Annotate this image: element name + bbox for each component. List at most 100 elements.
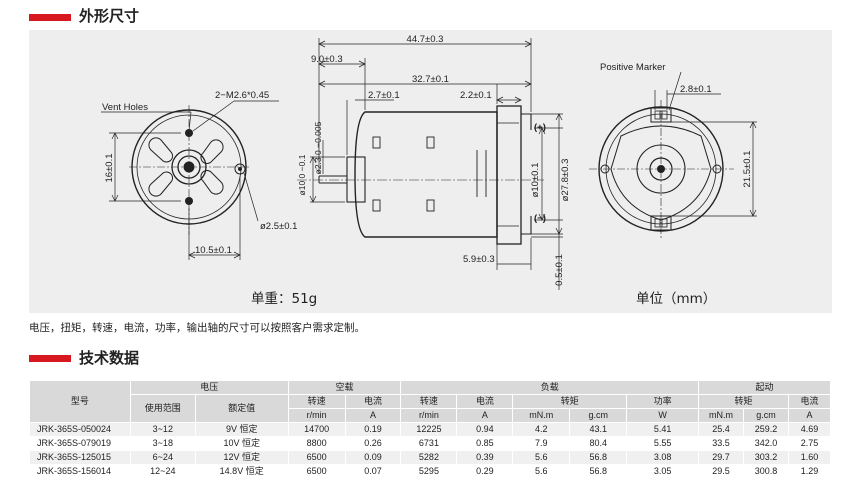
unit-label: 单位（mm） xyxy=(636,291,717,307)
cell: 300.8 xyxy=(743,464,789,479)
spec-table: 型号 电压 空载 负载 起动 使用范围 额定值 转速 电流 转速 电流 转矩 功… xyxy=(29,380,832,479)
cell: 7.9 xyxy=(512,436,571,451)
cell: 29.7 xyxy=(698,450,745,465)
front-view-dimensions xyxy=(101,100,279,260)
header-model: 型号 xyxy=(29,380,131,423)
cell: 5.6 xyxy=(512,464,571,479)
rear-view xyxy=(589,100,734,240)
cell: 6~24 xyxy=(129,450,196,465)
dim-shaft: ø2.3 0 −0.005 xyxy=(313,121,323,174)
customization-note: 电压，扭矩，转速，电流，功率，输出轴的尺寸可以按照客户需求定制。 xyxy=(29,322,365,334)
header-voltage: 电压 xyxy=(129,380,289,395)
cell: 25.4 xyxy=(698,422,745,437)
cell-model: JRK-365S-125015 xyxy=(29,450,131,465)
cell: 3~18 xyxy=(129,436,196,451)
cell: 3~12 xyxy=(129,422,196,437)
table-row: JRK-365S-050024 3~12 9V 恒定 14700 0.19 12… xyxy=(29,422,832,437)
unit-weight: 单重：51g xyxy=(251,291,318,307)
cell-model: JRK-365S-050024 xyxy=(29,422,131,437)
cell-model: JRK-365S-079019 xyxy=(29,436,131,451)
section-marker xyxy=(29,14,71,21)
side-view xyxy=(297,105,544,245)
dimension-drawing: Vent Holes 2−M2.6*0.45 16±0.1 ø2.5±0.1 1… xyxy=(29,30,832,313)
cell: 259.2 xyxy=(743,422,789,437)
side-view-dimensions xyxy=(309,38,563,290)
dim-21-5: 21.5±0.1 xyxy=(742,151,753,188)
cell: 5295 xyxy=(400,464,458,479)
cell: 1.60 xyxy=(787,450,832,465)
cell: 0.19 xyxy=(344,422,402,437)
cell: 1.29 xyxy=(787,464,832,479)
cell: 5.6 xyxy=(512,450,571,465)
cell: 342.0 xyxy=(743,436,789,451)
cell: 5282 xyxy=(400,450,458,465)
header-range: 使用范围 xyxy=(129,394,196,423)
cell: 12225 xyxy=(400,422,458,437)
header-current: 电流 xyxy=(456,394,514,409)
unit-a: A xyxy=(344,408,402,423)
header-load: 负载 xyxy=(400,380,700,395)
label-screw: 2−M2.6*0.45 xyxy=(215,90,269,101)
label-minus: (−) xyxy=(534,213,546,224)
header-rated: 额定值 xyxy=(194,394,289,423)
cell: 5.41 xyxy=(626,422,700,437)
unit-rpm: r/min xyxy=(287,408,346,423)
cell: 4.2 xyxy=(512,422,571,437)
unit-a: A xyxy=(787,408,832,423)
cell: 0.07 xyxy=(344,464,402,479)
cell: 43.1 xyxy=(569,422,628,437)
cell: 0.29 xyxy=(456,464,514,479)
label-plus: (+) xyxy=(534,122,546,133)
label-positive-marker: Positive Marker xyxy=(600,62,665,73)
cell: 4.69 xyxy=(787,422,832,437)
cell: 14.8V 恒定 xyxy=(194,464,289,479)
cell: 12V 恒定 xyxy=(194,450,289,465)
dim-boss-2: ø10±0.1 xyxy=(530,163,541,198)
cell: 10V 恒定 xyxy=(194,436,289,451)
cell: 29.5 xyxy=(698,464,745,479)
table-row: JRK-365S-156014 12~24 14.8V 恒定 6500 0.07… xyxy=(29,464,832,479)
rear-view-dimensions xyxy=(654,71,757,217)
unit-a: A xyxy=(456,408,514,423)
section-title-dimensions: 外形尺寸 xyxy=(79,7,140,25)
cell: 6731 xyxy=(400,436,458,451)
header-current: 电流 xyxy=(787,394,832,409)
cell: 12~24 xyxy=(129,464,196,479)
header-current: 电流 xyxy=(344,394,402,409)
dim-overall: 44.7±0.3 xyxy=(407,34,444,45)
cell: 5.55 xyxy=(626,436,700,451)
cell: 0.85 xyxy=(456,436,514,451)
cell: 303.2 xyxy=(743,450,789,465)
dim-hole: ø2.5±0.1 xyxy=(260,221,297,232)
cell: 0.09 xyxy=(344,450,402,465)
dim-5-9: 5.9±0.3 xyxy=(463,254,495,265)
unit-rpm: r/min xyxy=(400,408,458,423)
cell: 33.5 xyxy=(698,436,745,451)
cell: 0.26 xyxy=(344,436,402,451)
cell: 0.39 xyxy=(456,450,514,465)
cell: 3.08 xyxy=(626,450,700,465)
label-vent-holes: Vent Holes xyxy=(102,102,148,113)
cell: 8800 xyxy=(287,436,346,451)
table-row: JRK-365S-079019 3~18 10V 恒定 8800 0.26 67… xyxy=(29,436,832,451)
header-no-load: 空载 xyxy=(287,380,402,395)
cell: 6500 xyxy=(287,464,346,479)
dim-0-5: 0.5±0.1 xyxy=(554,254,565,286)
dim-32-7: 32.7±0.1 xyxy=(412,74,449,85)
dim-boss: ø10 0 −0.1 xyxy=(297,154,307,195)
header-speed: 转速 xyxy=(287,394,346,409)
cell: 14700 xyxy=(287,422,346,437)
section-title-specs: 技术数据 xyxy=(79,349,140,367)
unit-gcm: g.cm xyxy=(743,408,789,423)
header-speed: 转速 xyxy=(400,394,458,409)
cell: 6500 xyxy=(287,450,346,465)
header-torque: 转矩 xyxy=(698,394,789,409)
table-row: JRK-365S-125015 6~24 12V 恒定 6500 0.09 52… xyxy=(29,450,832,465)
cell-model: JRK-365S-156014 xyxy=(29,464,131,479)
dim-10-5: 10.5±0.1 xyxy=(195,245,232,256)
dim-9: 9.0±0.3 xyxy=(311,54,343,65)
unit-gcm: g.cm xyxy=(569,408,628,423)
cell: 56.8 xyxy=(569,450,628,465)
header-torque: 转矩 xyxy=(512,394,628,409)
cell: 2.75 xyxy=(787,436,832,451)
